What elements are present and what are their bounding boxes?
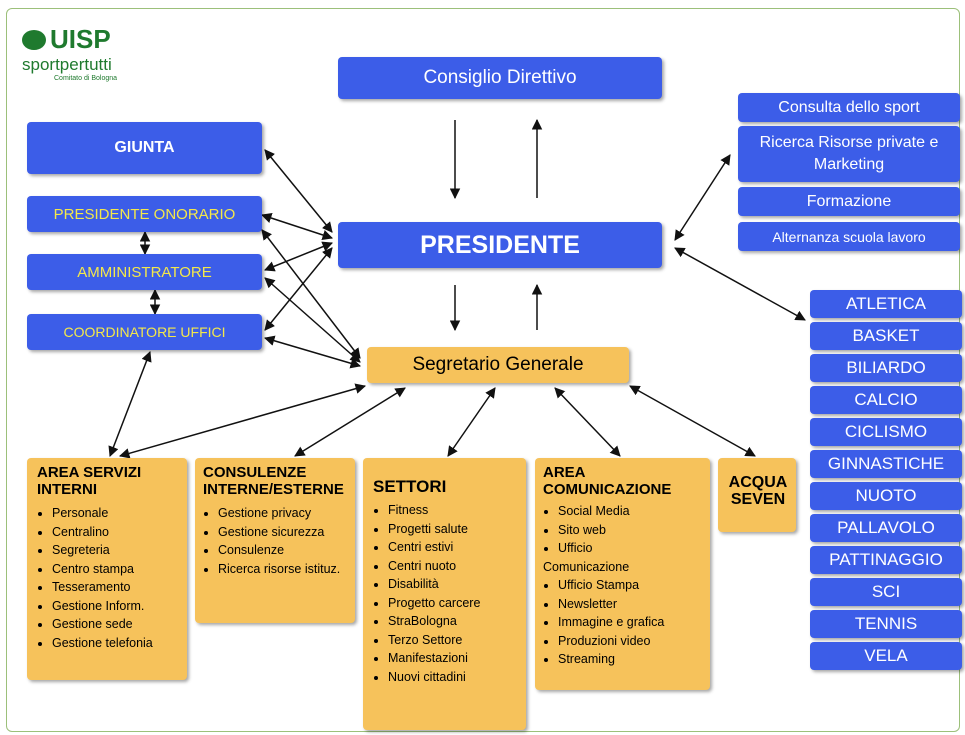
sport-ciclismo: CICLISMO (810, 418, 962, 446)
list-item: Manifestazioni (388, 649, 520, 668)
list-item: Newsletter (558, 595, 704, 614)
list-item: Centri nuoto (388, 557, 520, 576)
sport-atletica: ATLETICA (810, 290, 962, 318)
presidente-box: PRESIDENTE (338, 222, 662, 268)
logo-name: UISP (50, 24, 111, 54)
uisp-emblem-icon (22, 29, 46, 50)
list-item: Gestione Inform. (52, 597, 181, 616)
sport-pallavolo: PALLAVOLO (810, 514, 962, 542)
list-item: Streaming (558, 650, 704, 669)
list-item: Progetti salute (388, 520, 520, 539)
list-item: Immagine e grafica (558, 613, 704, 632)
list-item: Sito web (558, 521, 704, 540)
sport-ginnastiche: GINNASTICHE (810, 450, 962, 478)
presidente-onorario-box: PRESIDENTE ONORARIO (27, 196, 262, 232)
area-settori-title: SETTORI (373, 477, 447, 496)
sport-pattinaggio: PATTINAGGIO (810, 546, 962, 574)
sport-basket: BASKET (810, 322, 962, 350)
sport-calcio: CALCIO (810, 386, 962, 414)
area-consulenze-title: CONSULENZE INTERNE/ESTERNE (203, 464, 344, 498)
area-servizi-title: AREA SERVIZI INTERNI (37, 464, 142, 498)
area-comunicazione-title: AREA COMUNICAZIONE (543, 464, 672, 498)
area-consulenze: CONSULENZE INTERNE/ESTERNE Gestione priv… (195, 458, 355, 623)
list-item: Gestione sede (52, 615, 181, 634)
sport-tennis: TENNIS (810, 610, 962, 638)
list-item: Social Media (558, 502, 704, 521)
list-item: Gestione privacy (218, 504, 349, 523)
list-item: Centralino (52, 523, 181, 542)
ricerca-risorse-box: Ricerca Risorse private e Marketing (738, 126, 960, 182)
list-item: Ufficio (558, 539, 704, 558)
alternanza-box: Alternanza scuola lavoro (738, 222, 960, 251)
sport-biliardo: BILIARDO (810, 354, 962, 382)
sport-vela: VELA (810, 642, 962, 670)
sport-nuoto: NUOTO (810, 482, 962, 510)
list-item: Ricerca risorse istituz. (218, 560, 349, 579)
list-item: Produzioni video (558, 632, 704, 651)
logo-subtitle: Comitato di Bologna (54, 75, 118, 82)
list-item: Nuovi cittadini (388, 668, 520, 687)
formazione-box: Formazione (738, 187, 960, 216)
list-item: Centri estivi (388, 538, 520, 557)
list-item: Terzo Settore (388, 631, 520, 650)
consiglio-direttivo-box: Consiglio Direttivo (338, 57, 662, 99)
coordinatore-uffici-box: COORDINATORE UFFICI (27, 314, 262, 350)
list-item: Disabilità (388, 575, 520, 594)
consulta-sport-box: Consulta dello sport (738, 93, 960, 122)
area-settori: SETTORI Fitness Progetti salute Centri e… (363, 458, 526, 730)
giunta-box: GIUNTA (27, 122, 262, 174)
list-item: Centro stampa (52, 560, 181, 579)
list-item: Consulenze (218, 541, 349, 560)
list-item: Segreteria (52, 541, 181, 560)
area-comunicazione: AREA COMUNICAZIONE Social Media Sito web… (535, 458, 710, 690)
area-servizi-interni: AREA SERVIZI INTERNI Personale Centralin… (27, 458, 187, 680)
amministratore-box: AMMINISTRATORE (27, 254, 262, 290)
list-item: Progetto carcere (388, 594, 520, 613)
list-item-continuation: Comunicazione (543, 559, 630, 574)
sport-sci: SCI (810, 578, 962, 606)
uisp-logo: UISP sportpertutti Comitato di Bologna (22, 24, 172, 104)
list-item: Gestione telefonia (52, 634, 181, 653)
list-item: StraBologna (388, 612, 520, 631)
list-item: Ufficio Stampa (558, 576, 704, 595)
segretario-generale-box: Segretario Generale (367, 347, 629, 383)
logo-tagline: sportpertutti (22, 55, 112, 74)
list-item: Gestione sicurezza (218, 523, 349, 542)
list-item: Tesseramento (52, 578, 181, 597)
area-acqua-title: ACQUA SEVEN (728, 474, 788, 508)
list-item: Fitness (388, 501, 520, 520)
list-item: Personale (52, 504, 181, 523)
area-acqua-seven: ACQUA SEVEN (718, 458, 796, 532)
